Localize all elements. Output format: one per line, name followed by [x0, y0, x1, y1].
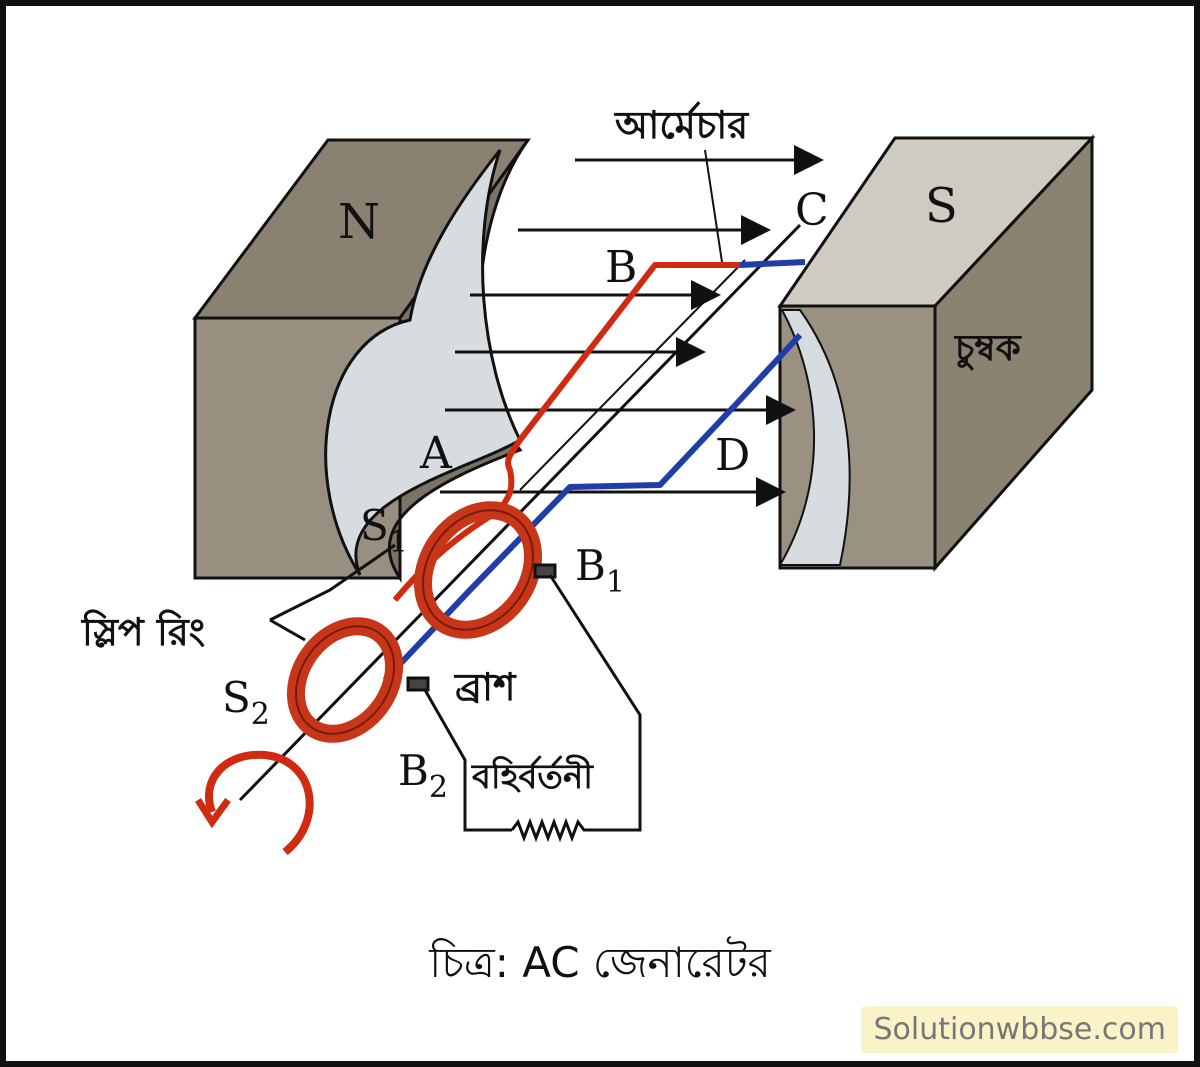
north-pole-label: N: [338, 194, 380, 250]
watermark: Solutionwbbse.com: [861, 1006, 1178, 1053]
s2-label: S2: [222, 673, 270, 732]
point-c-label: C: [795, 185, 829, 236]
brush-label: ব্রাশ: [453, 665, 517, 709]
south-magnet: [777, 134, 1096, 572]
brushes-and-circuit: [269, 543, 642, 843]
north-magnet: [192, 138, 531, 583]
coil-axis: [519, 259, 746, 491]
magnet-label: চুম্বক: [953, 328, 1023, 371]
rotation-arrow-icon: [195, 750, 314, 856]
b2-label: B2: [398, 746, 448, 805]
figure-caption: চিত্র: AC জেনারেটর: [429, 938, 771, 987]
point-d-label: D: [715, 430, 750, 481]
armature-label: আর্মেচার: [613, 101, 749, 147]
slip-rings: [286, 501, 543, 743]
point-a-label: A: [419, 428, 453, 479]
b1-label: B1: [575, 541, 625, 600]
armature-pointer: [704, 149, 723, 263]
external-circuit-label: বহির্বর্তনী: [471, 754, 594, 797]
s1-label: S1: [360, 501, 408, 560]
slip-ring-label: স্লিপ রিং: [80, 609, 205, 654]
point-b-label: B: [605, 242, 637, 293]
south-pole-label: S: [925, 178, 958, 234]
